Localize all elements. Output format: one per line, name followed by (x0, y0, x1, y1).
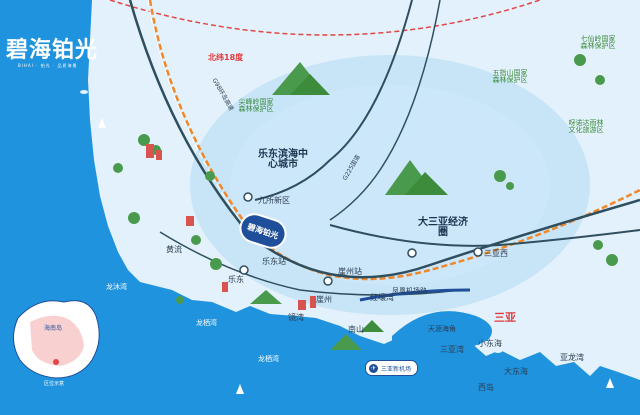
inset-title: 海南岛 (44, 325, 63, 332)
bay-label-dadonghai: 大东海 (504, 367, 528, 376)
reserve-label-jianfeng: 尖峰岭国家森林保护区 (238, 98, 274, 113)
airport-road (359, 288, 471, 302)
reserve-label-qixian: 七仙岭国家森林保护区 (580, 35, 616, 50)
station-label-ledong: 乐东站 (262, 257, 286, 266)
road-label-fenghuang: 凤凰机场路 (392, 287, 427, 295)
station-label-jiusuo: 九所新区 (258, 196, 290, 205)
latitude-line (109, 0, 541, 36)
buildings (146, 144, 316, 310)
reserve-label-yanoda: 呀诺达雨林文化旅游区 (568, 119, 604, 134)
reserve-label-wuzhi: 五指山国家森林保护区 (492, 69, 528, 84)
brand-logo: 碧海铂光 (6, 37, 99, 63)
economic-circle-inner (230, 85, 550, 285)
sea-label-longqi-2: 龙栖湾 (258, 355, 279, 363)
bay-label-yalong: 亚龙湾 (560, 353, 584, 362)
sea-label-longqi: 龙栖湾 (196, 319, 217, 327)
airplane-icon: ✈ (369, 363, 378, 373)
town-label-huangliu: 黄流 (166, 245, 182, 254)
boats (98, 118, 614, 394)
latitude-label: 北纬18度 (208, 53, 244, 62)
bay-water (392, 311, 492, 353)
airport-marker: ✈ 三亚新机场 (365, 360, 419, 376)
trees (113, 54, 618, 304)
highway-central-2 (329, 0, 441, 221)
city-label-ledong: 乐东滨海中心城市 (258, 149, 308, 170)
city-label-sanya: 三亚 (494, 311, 516, 324)
stations (239, 192, 483, 286)
inset-note: 区位示意 (44, 381, 65, 387)
town-label-yacheng: 崖州 (316, 295, 332, 304)
area-label-nanshan: 南山 (348, 325, 364, 334)
hainan-inset-map (13, 300, 100, 379)
sea-label-longmu: 龙沐湾 (106, 283, 127, 291)
highway-east (329, 224, 640, 247)
airport-label: 三亚新机场 (381, 365, 412, 373)
station-label-sanyaxi: 三亚西 (484, 249, 508, 258)
station-label-yacheng: 崖州站 (338, 267, 362, 276)
brand-subtitle: BIHAI · 铂光 · 品质海景 (18, 63, 78, 68)
bay-label-jingou: 镜湾 (288, 313, 304, 322)
area-label-dasanya: 大三亚经济圈 (418, 217, 468, 238)
islands (80, 90, 503, 353)
highway-central (254, 0, 413, 201)
coastal-road (159, 231, 461, 296)
spot-label-tianya: 天涯海角 (428, 325, 456, 333)
sea-label-dongfang: 东方 (50, 305, 64, 313)
railway-line-2 (147, 0, 249, 233)
mountains (250, 62, 448, 350)
island-label-xizhou: 西岛 (478, 383, 494, 392)
expressway-north (128, 0, 640, 279)
town-label-ledong: 乐东 (228, 275, 244, 284)
bay-label-xiaodonghai: 小东海 (478, 339, 502, 348)
bay-label-hongshan: 红壤湾 (370, 293, 394, 302)
bay-label-sanyawan: 三亚湾 (440, 345, 464, 354)
